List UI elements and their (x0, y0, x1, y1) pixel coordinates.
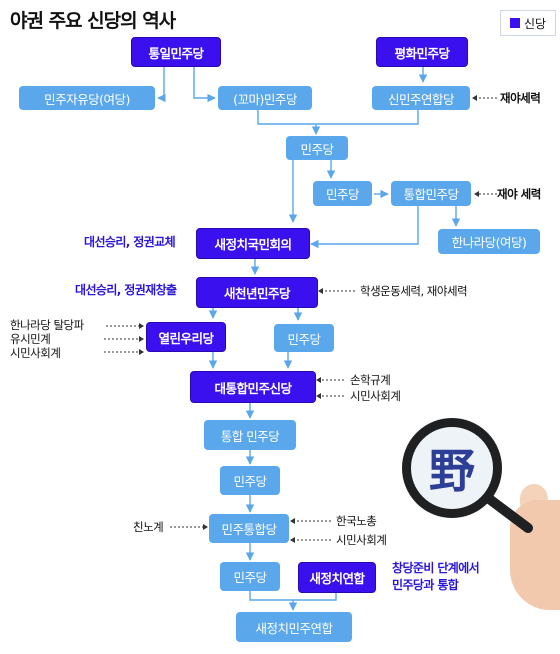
node-tonghap-minjudang-1: 통합민주당 (391, 181, 471, 206)
note-jaeya-2: 재야 세력 (497, 187, 541, 201)
node-saejeongchi-kukminhoeui: 새정치국민회의 (196, 228, 310, 259)
node-tongil-minjudang: 통일민주당 (131, 37, 221, 67)
note-yusimin: 유시민계 (10, 332, 51, 346)
node-minjudang-3: 민주당 (274, 324, 334, 352)
node-minjudang-1: 민주당 (286, 136, 348, 160)
node-daetonghap-minju-sindang: 대통합민주신당 (190, 371, 316, 403)
node-minjudang-4: 민주당 (220, 466, 280, 495)
diagram-title: 야권 주요 신당의 역사 (10, 10, 176, 32)
node-kkoma-minjudang: (꼬마)민주당 (218, 86, 312, 110)
annotation-daeseon-1: 대선승리, 정권교체 (84, 235, 176, 249)
legend-swatch (509, 18, 520, 28)
note-hanguk-nochong: 한국노총 (336, 514, 377, 528)
node-sinminju-yeonhapdang: 신민주연합당 (372, 86, 470, 110)
note-jaeya-1: 재야세력 (500, 91, 541, 105)
node-saejeongchi-minjuyeonhap: 새정치민주연합 (236, 612, 352, 642)
note-siminsahoe-2: 시민사회계 (350, 389, 401, 403)
annotation-daeseon-2: 대선승리, 정권재창출 (75, 283, 177, 297)
node-saejeongchi-yeonhap: 새정치연합 (298, 562, 376, 593)
node-minju-tonghapdang: 민주통합당 (209, 514, 289, 543)
node-hannaradang: 한나라당(여당) (438, 229, 540, 254)
note-chinno: 친노계 (133, 520, 164, 534)
node-yeollin-uridang: 열린우리당 (146, 322, 226, 352)
node-minju-jayudang: 민주자유당(여당) (19, 86, 155, 110)
node-tonghap-minjudang-2: 통합 민주당 (204, 420, 296, 450)
node-saecheonnyeon-minjudang: 새천년민주당 (196, 277, 318, 308)
ya-character: 野 (429, 444, 475, 498)
node-pyeonghwa-minjudang: 평화민주당 (376, 37, 468, 67)
note-haksaeng-jaeya: 학생운동세력, 재야세력 (360, 284, 468, 298)
node-minjudang-5: 민주당 (220, 562, 280, 591)
legend-label: 신당 (523, 16, 547, 31)
note-siminsahoe-3: 시민사회계 (336, 533, 387, 547)
magnifier-lens: 野 (402, 418, 502, 518)
note-sonhakgyu: 손학규계 (350, 373, 391, 387)
legend: 신당 (500, 10, 556, 36)
annotation-changdang-line1: 창당준비 단계에서 (392, 561, 480, 575)
note-siminsahoe-1: 시민사회계 (10, 346, 61, 360)
annotation-changdang-line2: 민주당과 통합 (392, 578, 459, 592)
note-hannara-talpa: 한나라당 탈당파 (10, 318, 84, 332)
node-minjudang-2: 민주당 (313, 181, 372, 206)
